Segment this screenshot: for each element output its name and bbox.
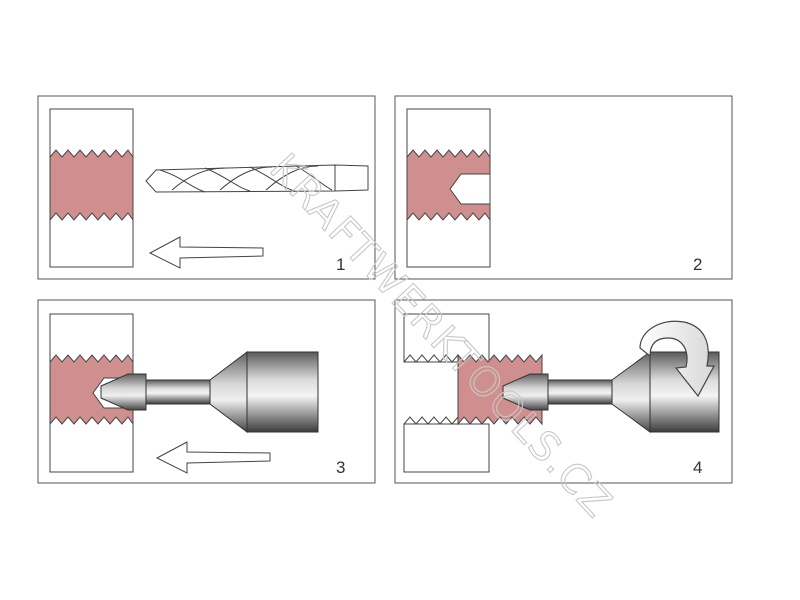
rotate-arrow-icon — [639, 320, 715, 398]
screw-extractor-icon — [100, 350, 319, 434]
step-number: 4 — [693, 458, 702, 477]
drill-bit-icon — [145, 164, 369, 193]
panel-2: 2 — [394, 95, 733, 280]
workpiece — [403, 313, 543, 473]
panel-4: 4 — [394, 299, 733, 484]
step-number: 3 — [336, 458, 345, 477]
workpiece — [49, 108, 134, 268]
thread-insert — [49, 149, 134, 222]
arrow-left-icon — [155, 441, 271, 474]
panel-3: 3 — [37, 299, 376, 484]
thread-insert-drilled — [406, 149, 491, 222]
arrow-left-icon — [148, 236, 264, 269]
step-number: 2 — [693, 255, 702, 274]
workpiece — [406, 108, 491, 268]
thread-insert-extracted — [457, 353, 543, 426]
step-number: 1 — [336, 255, 345, 274]
panel-1: 1 — [37, 95, 376, 280]
thread-insert-drilled — [49, 354, 134, 426]
